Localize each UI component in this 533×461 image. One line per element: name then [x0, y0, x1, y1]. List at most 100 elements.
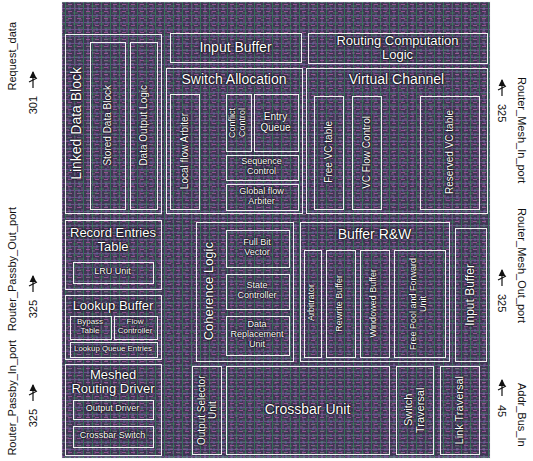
module-region: Switch AllocationLocal flow Arbiter Confl… — [166, 68, 303, 214]
text-area: Local flow Arbiter — [171, 95, 198, 208]
logic-block: Flow Controller — [114, 316, 158, 340]
text-area: Virtual Channel — [307, 69, 486, 91]
text-area: Record Entries Table — [66, 221, 160, 259]
logic-block: Input Buffer — [455, 228, 487, 362]
bus-width: 325 — [27, 300, 39, 318]
region-heading: Record Entries Table — [69, 226, 157, 255]
text-area: Full Bit Vector — [227, 231, 288, 266]
text-area: Output Driver — [74, 401, 152, 418]
block-label: Stored Data Block — [102, 85, 113, 166]
region-heading: Switch Allocation — [181, 72, 286, 87]
bus-width: 301 — [27, 96, 39, 114]
logic-block: Link Traversal — [440, 366, 480, 455]
text-area: Global flow Arbiter — [227, 185, 297, 209]
region-heading: Meshed Routing Driver — [69, 368, 157, 397]
chip-texture — [62, 2, 490, 458]
logic-block: Crossbar Unit — [226, 366, 390, 455]
logic-block: Output Driver — [73, 400, 154, 420]
port-name-box: Router_Passby_In_port — [2, 337, 22, 458]
module-region: Lookup BufferBypass TableFlow Controller… — [65, 295, 162, 360]
text-area: Entry Queue — [255, 95, 297, 150]
logic-block: Reserved VC table — [420, 96, 480, 210]
text-area: Conflict Control — [227, 95, 250, 150]
logic-block: Entry Queue — [254, 94, 299, 152]
block-label: Lookup Queue Entries — [74, 345, 152, 354]
text-area: Linked Data Block — [66, 35, 88, 212]
region-heading: Linked Data Block — [69, 67, 84, 180]
text-area: VC Flow Control — [353, 97, 380, 208]
logic-block: Local flow Arbiter — [170, 94, 200, 210]
module-region: Virtual ChannelFree VC table VC Flow Cont… — [306, 68, 488, 214]
text-area: State Controller — [227, 275, 288, 308]
port-name-box: Request_data — [2, 6, 22, 106]
logic-block: Bypass Table — [70, 316, 112, 340]
block-label: Input Buffer — [199, 40, 271, 55]
block-label: Link Traversal — [453, 376, 465, 444]
block-label: Output Selector Unit — [196, 370, 218, 450]
bus-width-box: 45 — [494, 400, 510, 422]
text-area: Rewrite Buffer — [327, 251, 354, 356]
block-label: Conflict Control — [228, 98, 248, 147]
port-name: Addr_Bus_In — [516, 383, 528, 447]
text-area: Free Pool and Forward Unit — [395, 251, 444, 356]
port-name: Router_Passby_Out_port — [6, 207, 18, 331]
bus-width-box: 325 — [24, 296, 42, 322]
bus-width: 45 — [496, 405, 508, 417]
block-label: Crossbar Unit — [265, 402, 351, 417]
text-area: Arbitrator — [305, 251, 320, 356]
text-area: Crossbar Switch — [74, 427, 152, 446]
text-area: Free VC table — [315, 97, 342, 208]
text-area: Flow Controller — [115, 317, 156, 338]
block-label: Rewrite Buffer — [335, 275, 345, 332]
block-label: Windowed Buffer — [369, 269, 379, 337]
region-heading: Lookup Buffer — [73, 299, 154, 313]
chip-die — [62, 2, 490, 458]
port-name-box: Router_Mesh_Out_port — [512, 200, 532, 330]
region-heading: Coherence Logic — [202, 242, 216, 340]
bus-tick — [29, 78, 37, 82]
text-area: Switch Traversal — [397, 367, 432, 453]
text-area: LRU Unit — [74, 263, 152, 282]
logic-block: Lookup Queue Entries — [70, 342, 158, 358]
bus-width-box: 301 — [24, 92, 42, 118]
block-label: Free VC table — [323, 121, 334, 183]
text-area: Bypass Table — [71, 317, 110, 338]
bus-arrows — [29, 72, 506, 401]
logic-block: Conflict Control — [226, 94, 252, 152]
bus-tick — [498, 276, 506, 280]
port-name: Router_Passby_In_port — [6, 340, 18, 456]
text-area: Input Buffer — [171, 34, 300, 61]
logic-block: Global flow Arbiter — [226, 184, 299, 211]
logic-block: LRU Unit — [73, 262, 154, 284]
text-area: Routing Computation Logic — [309, 34, 486, 62]
bus-width-box: 325 — [494, 290, 510, 316]
text-area: Windowed Buffer — [361, 251, 388, 356]
port-name: Router_Mesh_Out_port — [516, 208, 528, 323]
text-area: Reserved VC table — [421, 97, 478, 208]
logic-block: Free Pool and Forward Unit — [394, 250, 446, 358]
logic-block: Routing Computation Logic — [308, 33, 488, 64]
module-region: Linked Data Block Stored Data Block Data O… — [65, 34, 162, 214]
text-area: Lookup Queue Entries — [71, 343, 156, 356]
text-area: Data Replacement Unit — [227, 317, 288, 354]
logic-block: Input Buffer — [170, 33, 302, 63]
text-area: Crossbar Unit — [227, 367, 388, 453]
region-heading: Buffer R&W — [338, 227, 412, 242]
block-label: Local flow Arbiter — [179, 113, 190, 189]
text-area: Coherence Logic — [197, 223, 221, 360]
block-label: Global flow Arbiter — [230, 187, 294, 207]
logic-block: Free VC table — [314, 96, 344, 210]
text-area: Output Selector Unit — [193, 367, 220, 453]
text-area: Lookup Buffer — [66, 296, 160, 316]
port-name-box: Addr_Bus_In — [512, 372, 532, 458]
text-area: Data Output Logic — [131, 43, 156, 208]
bus-width: 325 — [496, 104, 508, 122]
port-name: Request_data — [6, 22, 18, 91]
bus-width-box: 325 — [494, 100, 510, 126]
module-region: Buffer R&W Arbitrator Rewrite Buffer Window… — [300, 222, 450, 362]
bus-width: 325 — [27, 409, 39, 427]
logic-block: Stored Data Block — [90, 42, 126, 210]
bus-tick — [498, 386, 506, 390]
logic-block: Rewrite Buffer — [326, 250, 356, 358]
